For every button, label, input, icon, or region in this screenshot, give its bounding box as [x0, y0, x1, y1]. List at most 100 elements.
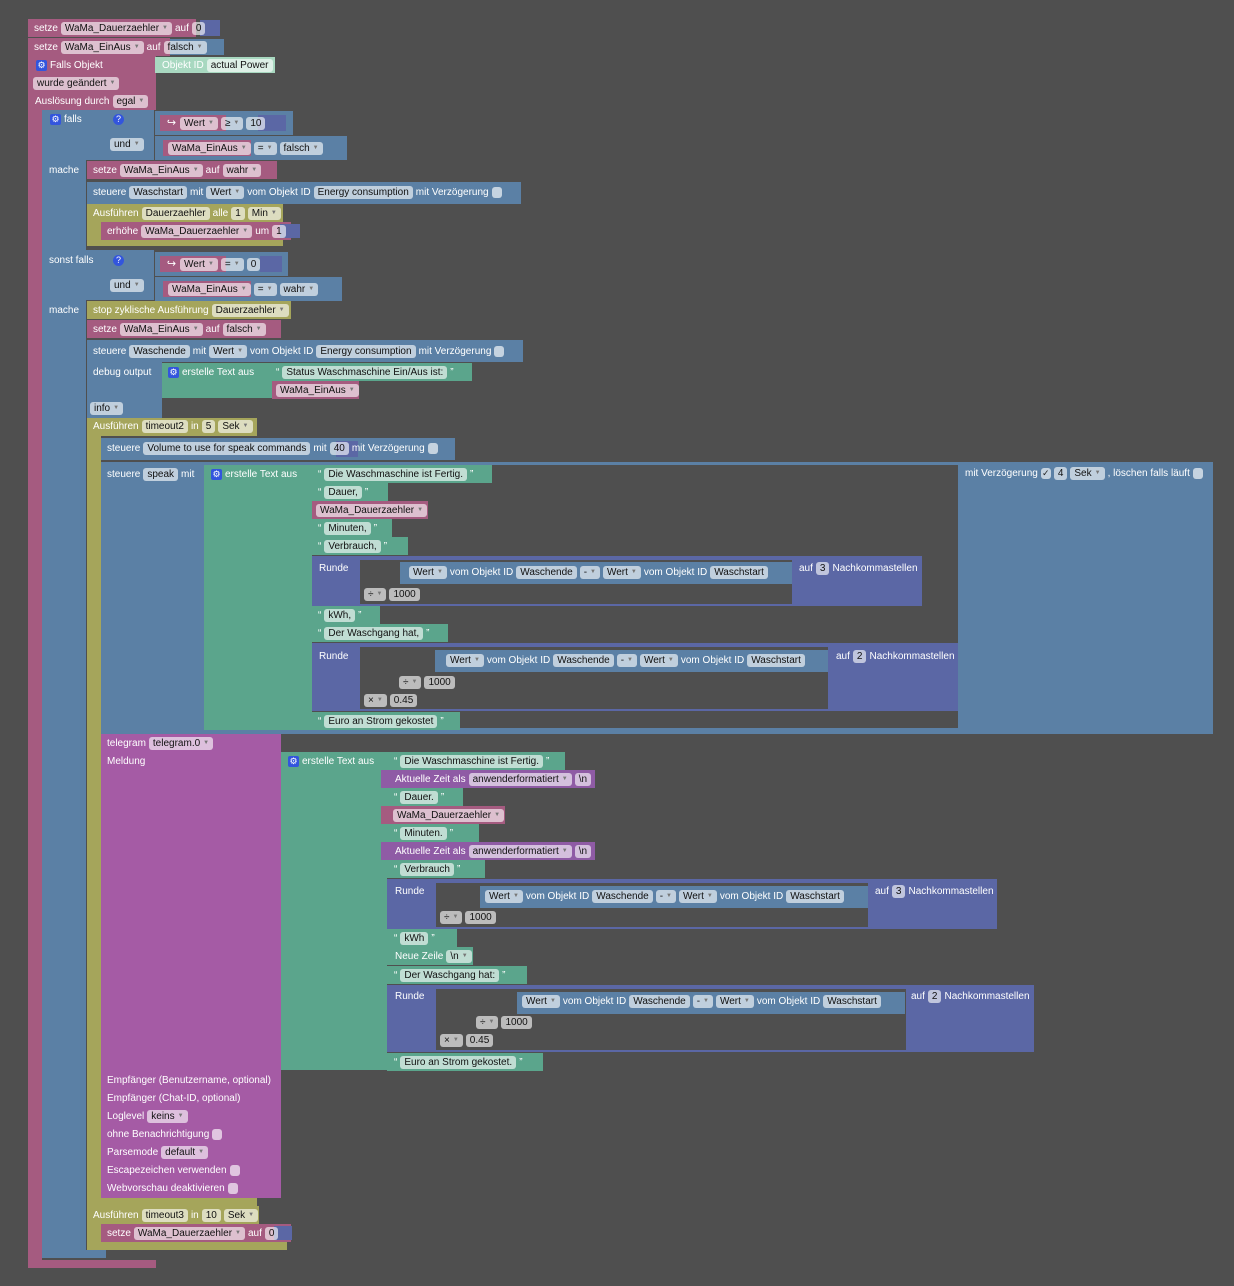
text-field[interactable]: timeout2	[141, 419, 188, 433]
dropdown[interactable]: ÷▼	[399, 675, 422, 689]
text-field[interactable]: Verbrauch,	[324, 539, 381, 553]
dropdown[interactable]: ×▼	[440, 1033, 463, 1047]
text-field[interactable]: speak	[143, 467, 179, 481]
text-field[interactable]: Die Waschmaschine ist Fertig.	[400, 754, 544, 768]
dropdown[interactable]: -▼	[655, 889, 676, 903]
checkbox[interactable]	[1192, 467, 1203, 479]
dropdown[interactable]: ×▼	[364, 693, 387, 707]
text-field[interactable]: 4	[1053, 466, 1068, 480]
block[interactable]	[204, 465, 312, 730]
text-field[interactable]: 3	[891, 884, 906, 898]
dropdown[interactable]: WaMa_EinAus▼	[60, 40, 144, 54]
checkbox[interactable]: ✓	[1040, 467, 1051, 479]
text-field[interactable]: 0	[191, 21, 206, 35]
text-field[interactable]: Energy consumption	[313, 185, 413, 199]
text-field[interactable]: Waschstart	[747, 653, 805, 667]
dropdown[interactable]: -▼	[692, 994, 713, 1008]
help-icon[interactable]: ?	[113, 113, 124, 125]
text-field[interactable]: Dauerzaehler	[141, 206, 210, 220]
block[interactable]	[101, 734, 281, 1198]
block[interactable]	[28, 1260, 156, 1268]
dropdown[interactable]: WaMa_EinAus▼	[276, 383, 359, 397]
dropdown[interactable]: Dauerzaehler▼	[211, 303, 289, 317]
text-field[interactable]: timeout3	[141, 1208, 188, 1222]
text-field[interactable]: 1000	[501, 1015, 532, 1029]
dropdown[interactable]: -▼	[579, 565, 600, 579]
dropdown[interactable]: Wert▼	[180, 116, 218, 130]
checkbox[interactable]	[427, 442, 438, 454]
block[interactable]	[162, 363, 272, 398]
checkbox[interactable]	[494, 345, 505, 357]
arrow-icon[interactable]: ↪	[166, 257, 177, 270]
block[interactable]	[42, 160, 86, 1258]
text-field[interactable]: kWh,	[324, 608, 356, 622]
dropdown[interactable]: WaMa_Dauerzaehler▼	[133, 1226, 245, 1240]
dropdown[interactable]: anwenderformatiert▼	[468, 772, 572, 786]
text-field[interactable]: Waschende	[516, 565, 577, 579]
dropdown[interactable]: telegram.0▼	[148, 736, 214, 750]
text-field[interactable]: 0	[264, 1226, 279, 1240]
dropdown[interactable]: WaMa_Dauerzaehler▼	[393, 808, 505, 822]
dropdown[interactable]: und▼	[110, 278, 144, 292]
dropdown[interactable]: Sek▼	[1070, 466, 1105, 480]
dropdown[interactable]: egal▼	[112, 94, 149, 108]
text-field[interactable]: 1000	[389, 587, 420, 601]
dropdown[interactable]: Wert▼	[209, 344, 248, 358]
block[interactable]	[87, 418, 101, 1208]
dropdown[interactable]: Wert▼	[678, 889, 717, 903]
text-field[interactable]: Der Waschgang hat,	[324, 626, 424, 640]
dropdown[interactable]: Wert▼	[715, 994, 754, 1008]
text-field[interactable]: 10	[201, 1208, 221, 1222]
text-field[interactable]: 1	[272, 224, 286, 238]
text-field[interactable]: Verbrauch	[400, 862, 454, 876]
dropdown[interactable]: Wert▼	[639, 653, 678, 667]
dropdown[interactable]: Wert▼	[485, 889, 523, 903]
dropdown[interactable]: keins▼	[147, 1109, 188, 1123]
text-field[interactable]: 0.45	[465, 1033, 494, 1047]
block[interactable]	[87, 1198, 257, 1206]
text-field[interactable]: Waschende	[592, 889, 653, 903]
block[interactable]	[42, 250, 154, 300]
block[interactable]	[87, 204, 101, 244]
dropdown[interactable]: Wert▼	[602, 565, 641, 579]
text-field[interactable]: 1	[231, 206, 245, 220]
text-field[interactable]: 10	[246, 116, 266, 130]
block[interactable]	[274, 1226, 292, 1240]
dropdown[interactable]: WaMa_Dauerzaehler▼	[141, 224, 253, 238]
text-field[interactable]: Waschende	[629, 994, 690, 1008]
text-field[interactable]: 2	[927, 989, 942, 1003]
text-field[interactable]: Waschstart	[710, 565, 768, 579]
dropdown[interactable]: anwenderformatiert▼	[468, 844, 572, 858]
text-field[interactable]: Minuten.	[400, 826, 447, 840]
gear-icon[interactable]: ⚙	[50, 113, 61, 125]
dropdown[interactable]: falsch▼	[222, 322, 266, 336]
dropdown[interactable]: falsch▼	[279, 141, 323, 155]
dropdown[interactable]: Wert▼	[206, 185, 245, 199]
dropdown[interactable]: WaMa_Dauerzaehler▼	[60, 21, 172, 35]
gear-icon[interactable]: ⚙	[168, 366, 179, 378]
dropdown[interactable]: Wert▼	[446, 653, 484, 667]
dropdown[interactable]: =▼	[220, 257, 244, 271]
block[interactable]	[260, 256, 282, 272]
text-field[interactable]: \n	[574, 844, 592, 858]
text-field[interactable]: Status Waschmaschine Ein/Aus ist:	[282, 365, 448, 379]
dropdown[interactable]: WaMa_Dauerzaehler▼	[316, 503, 428, 517]
block[interactable]	[87, 1206, 101, 1250]
dropdown[interactable]: =▼	[253, 282, 277, 296]
text-field[interactable]: 1000	[465, 910, 496, 924]
arrow-icon[interactable]: ↪	[166, 116, 177, 129]
block[interactable]	[87, 1242, 287, 1250]
dropdown[interactable]: WaMa_EinAus▼	[119, 322, 203, 336]
dropdown[interactable]: WaMa_EinAus▼	[168, 141, 251, 155]
text-field[interactable]: 3	[815, 561, 830, 575]
dropdown[interactable]: wahr▼	[222, 163, 262, 177]
dropdown[interactable]: falsch▼	[163, 40, 207, 54]
text-field[interactable]: Waschstart	[129, 185, 187, 199]
dropdown[interactable]: ÷▼	[476, 1015, 499, 1029]
dropdown[interactable]: -▼	[616, 653, 637, 667]
dropdown[interactable]: =▼	[253, 141, 277, 155]
checkbox[interactable]	[229, 1164, 240, 1176]
dropdown[interactable]: Wert▼	[409, 565, 447, 579]
dropdown[interactable]: Wert▼	[180, 257, 218, 271]
text-field[interactable]: Volume to use for speak commands	[143, 441, 311, 455]
